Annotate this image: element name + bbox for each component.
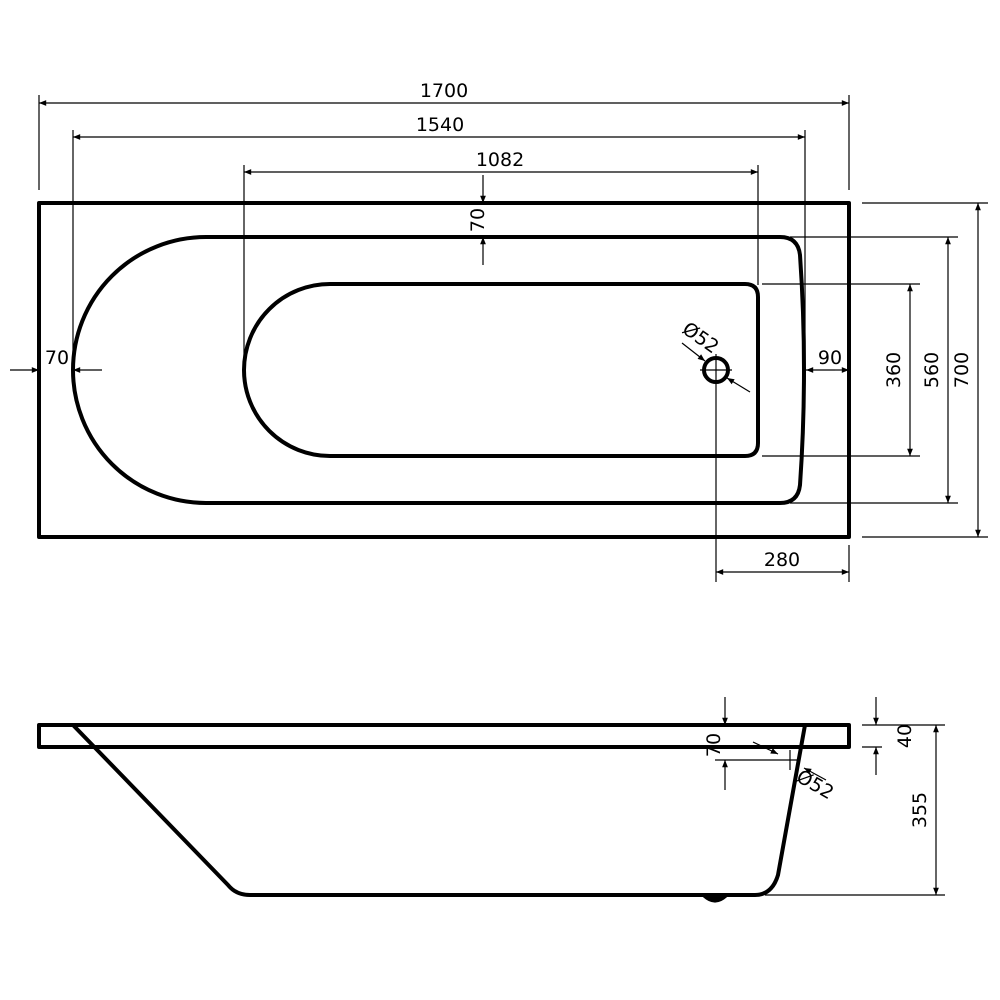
drain-centerline (700, 354, 732, 582)
dim-label-drain-diameter: Ø52 (678, 318, 723, 358)
dim-label-40: 40 (894, 724, 916, 748)
dim-label-360: 360 (883, 352, 905, 388)
dim-label-rim-top: 70 (467, 208, 489, 232)
dim-label-rim-left: 70 (45, 347, 69, 369)
dim-label-700: 700 (951, 352, 973, 388)
waste-outlet (700, 894, 730, 903)
dim-label-overflow-offset: 70 (703, 733, 725, 757)
dim-label-rim-right: 90 (818, 347, 842, 369)
rim-profile (37, 723, 851, 749)
dim-label-280: 280 (764, 549, 800, 571)
side-view: 70 Ø52 40 355 (37, 697, 945, 903)
dim-label-overflow-diameter: Ø52 (793, 765, 838, 804)
outer-basin (71, 235, 806, 505)
dim-label-355: 355 (909, 792, 931, 828)
dim-label-560: 560 (921, 352, 943, 388)
top-view: 1700 1540 1082 70 70 90 Ø52 360 560 (10, 80, 988, 582)
inner-basin (242, 282, 760, 458)
dim-label-1700: 1700 (420, 80, 468, 102)
dim-label-1082: 1082 (476, 149, 524, 171)
tub-body-profile (71, 723, 807, 897)
dim-label-1540: 1540 (416, 114, 464, 136)
